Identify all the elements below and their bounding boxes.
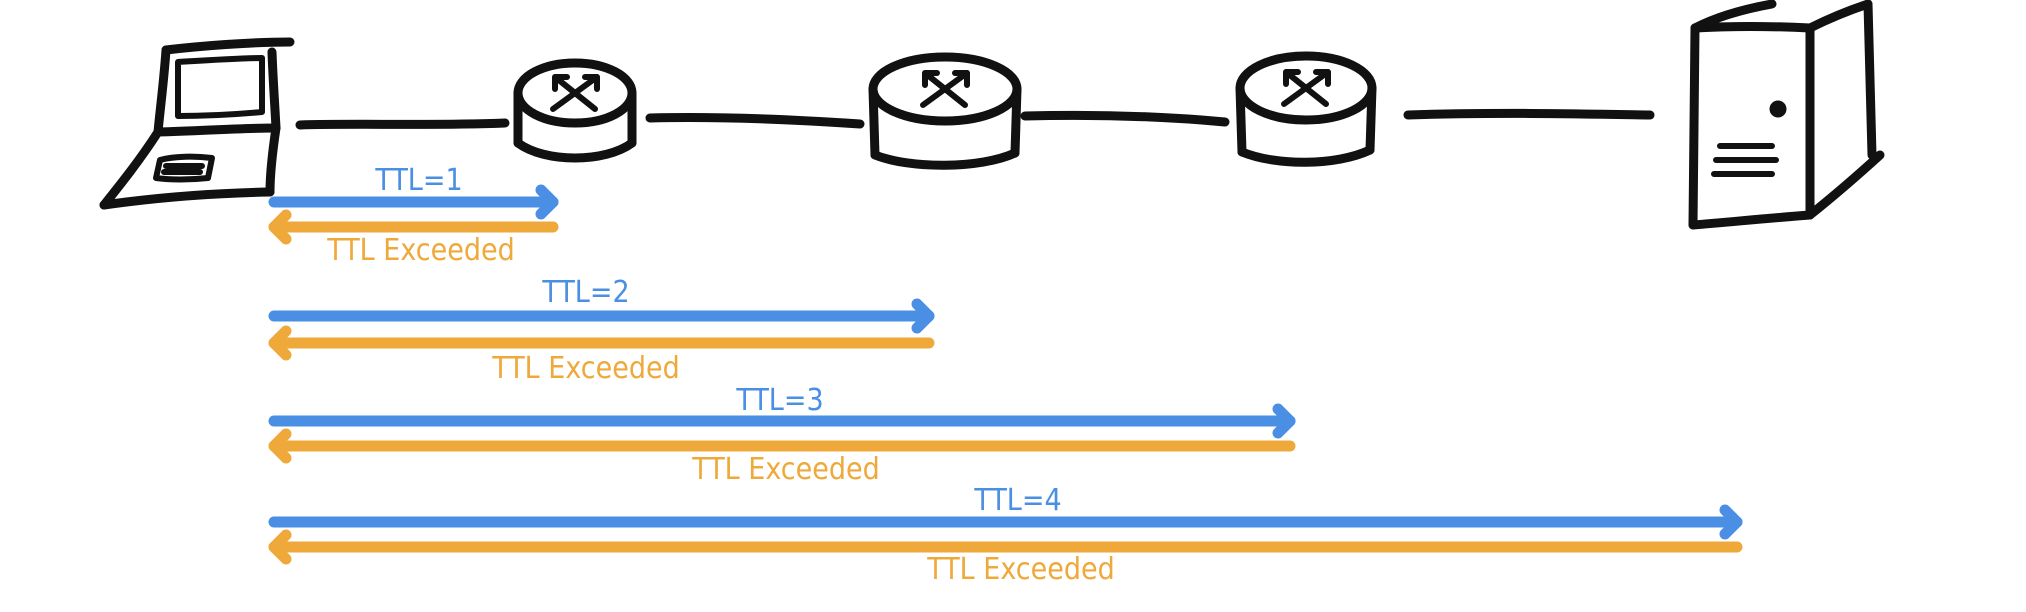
probe-2: TTL=2 TTL Exceeded xyxy=(268,275,935,386)
router-icon xyxy=(868,52,1022,170)
network-links xyxy=(295,108,1655,130)
link-laptop-router-1 xyxy=(295,118,510,130)
reply-arrowhead xyxy=(268,325,292,361)
reply-arrowhead xyxy=(268,529,292,565)
reply-label: TTL Exceeded xyxy=(691,452,879,487)
request-arrowhead xyxy=(1719,504,1743,540)
request-label: TTL=4 xyxy=(973,483,1061,518)
router-icon xyxy=(513,58,637,163)
probe-3: TTL=3 TTL Exceeded xyxy=(268,383,1296,487)
router-icon xyxy=(1235,51,1377,167)
server-icon xyxy=(1688,0,1885,230)
request-arrowhead xyxy=(911,298,935,334)
reply-label: TTL Exceeded xyxy=(491,351,679,386)
request-label: TTL=1 xyxy=(374,163,462,198)
request-arrowhead xyxy=(1272,403,1296,439)
request-arrowhead xyxy=(535,184,559,220)
reply-label: TTL Exceeded xyxy=(326,233,514,268)
link-router-1-router-2 xyxy=(645,112,865,129)
reply-arrowhead xyxy=(268,428,292,464)
request-label: TTL=2 xyxy=(541,275,629,310)
laptop-icon xyxy=(99,37,295,210)
probe-1: TTL=1 TTL Exceeded xyxy=(268,163,559,268)
reply-label: TTL Exceeded xyxy=(926,552,1114,587)
probe-4: TTL=4 TTL Exceeded xyxy=(268,483,1743,587)
link-router-3-server xyxy=(1403,108,1655,120)
link-router-2-router-3 xyxy=(1020,110,1230,127)
request-label: TTL=3 xyxy=(735,383,823,418)
reply-arrowhead xyxy=(268,209,292,245)
